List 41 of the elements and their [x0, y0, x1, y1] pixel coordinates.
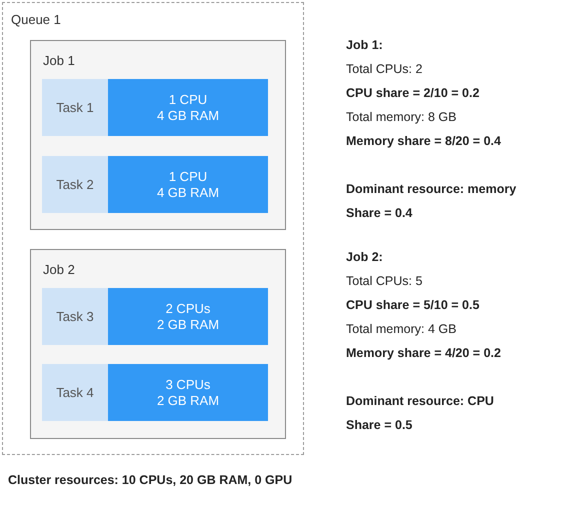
resource-text: 1 CPU — [168, 92, 208, 108]
stat-text: Dominant resource: memory — [346, 182, 516, 196]
stat-text: Share = 0.5 — [346, 418, 412, 432]
stat-text: Total CPUs: 5 — [346, 274, 422, 288]
task-name: Task 2 — [56, 176, 94, 192]
task-cell — [42, 79, 108, 136]
queue-container — [2, 2, 304, 455]
stat-text: CPU share = 2/10 = 0.2 — [346, 86, 480, 100]
cluster-summary: Cluster resources: 10 CPUs, 20 GB RAM, 0 GPU — [8, 473, 292, 487]
job-title: Job 1 — [43, 53, 75, 68]
stat-text: Job 2: — [346, 250, 383, 264]
job-box — [30, 249, 286, 439]
stat-text: Job 1: — [346, 38, 383, 52]
task-name: Task 4 — [56, 384, 94, 400]
stat-text: Memory share = 4/20 = 0.2 — [346, 346, 501, 360]
stat-text: Memory share = 8/20 = 0.4 — [346, 134, 501, 148]
resource-text: 2 GB RAM — [156, 392, 220, 408]
resource-text: 3 CPUs — [166, 376, 210, 392]
resource-text: 4 GB RAM — [156, 108, 220, 124]
resource-cell — [108, 156, 268, 213]
task-name: Task 3 — [56, 308, 94, 324]
resource-text: 4 GB RAM — [156, 184, 220, 200]
stat-text: Total memory: 8 GB — [346, 110, 456, 124]
task-name: Task 1 — [56, 100, 94, 116]
resource-text: 2 CPUs — [166, 300, 210, 316]
stat-text: Total CPUs: 2 — [346, 62, 422, 76]
resource-cell — [108, 364, 268, 421]
queue-title: Queue 1 — [11, 12, 61, 27]
stat-text: Total memory: 4 GB — [346, 322, 456, 336]
task-cell — [42, 288, 108, 345]
resource-cell — [108, 79, 268, 136]
resource-text: 1 CPU — [168, 168, 208, 184]
stat-text: Dominant resource: CPU — [346, 394, 494, 408]
stat-text: Share = 0.4 — [346, 206, 412, 220]
job-box — [30, 40, 286, 230]
resource-cell — [108, 288, 268, 345]
task-cell — [42, 156, 108, 213]
stat-text: CPU share = 5/10 = 0.5 — [346, 298, 480, 312]
resource-text: 2 GB RAM — [156, 316, 220, 332]
job-title: Job 2 — [43, 262, 75, 277]
task-cell — [42, 364, 108, 421]
